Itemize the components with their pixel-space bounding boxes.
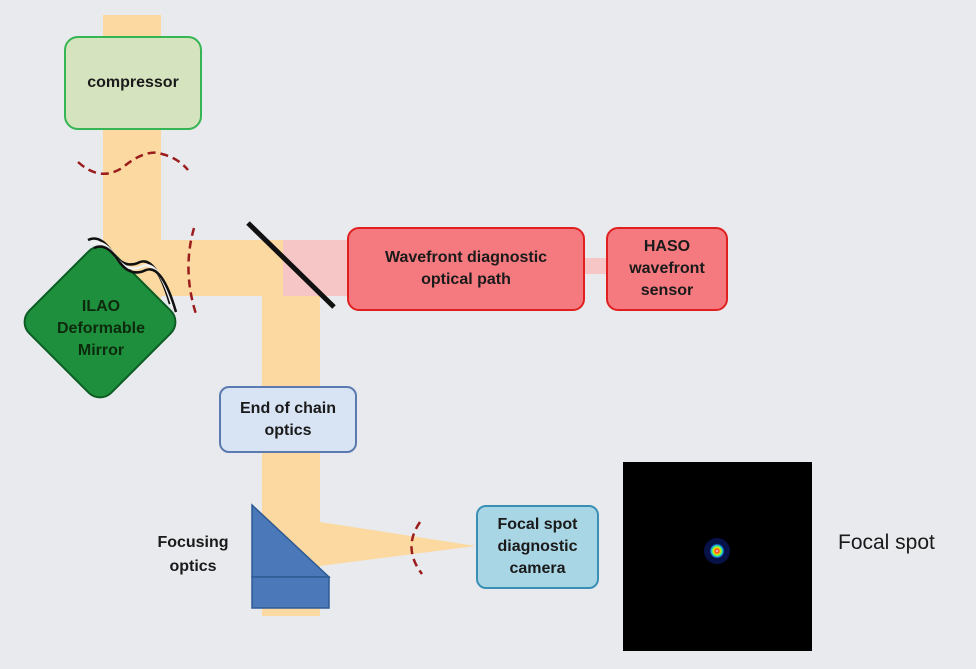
compressor-box: compressor xyxy=(64,36,202,130)
focal-spot-dot xyxy=(709,543,725,559)
wavefront-diagnostic-path-box: Wavefront diagnostic optical path xyxy=(347,227,585,311)
wavefront-mark-mirror xyxy=(187,227,198,315)
wavefront-marks xyxy=(77,151,423,575)
mirror-surface-line-3 xyxy=(93,245,178,313)
focal-spot-image xyxy=(623,462,812,651)
wavefront-mark-focal xyxy=(410,521,423,575)
wavefront-mark-compressor xyxy=(77,151,189,175)
ilao-deformable-mirror-label: ILAO Deformable Mirror xyxy=(56,298,146,359)
focusing-optics-label: Focusing optics xyxy=(157,534,229,575)
haso-wavefront-sensor-box: HASO wavefront sensor xyxy=(606,227,728,311)
focal-spot-label: Focal spot xyxy=(838,531,935,554)
focal-spot-camera-box: Focal spot diagnostic camera xyxy=(476,505,599,589)
diagnostic-beam-to-haso xyxy=(585,258,608,274)
ilao-deformable-mirror-shape xyxy=(23,245,177,399)
end-of-chain-optics-box: End of chain optics xyxy=(219,386,357,453)
beam-splitter-icon xyxy=(246,221,336,309)
mirror-surface-lines xyxy=(87,237,178,313)
beam-focusing-cone xyxy=(320,522,476,566)
focal-spot-svg xyxy=(704,538,730,564)
focusing-optics-shape xyxy=(251,503,331,609)
focusing-prism-base xyxy=(251,576,330,609)
